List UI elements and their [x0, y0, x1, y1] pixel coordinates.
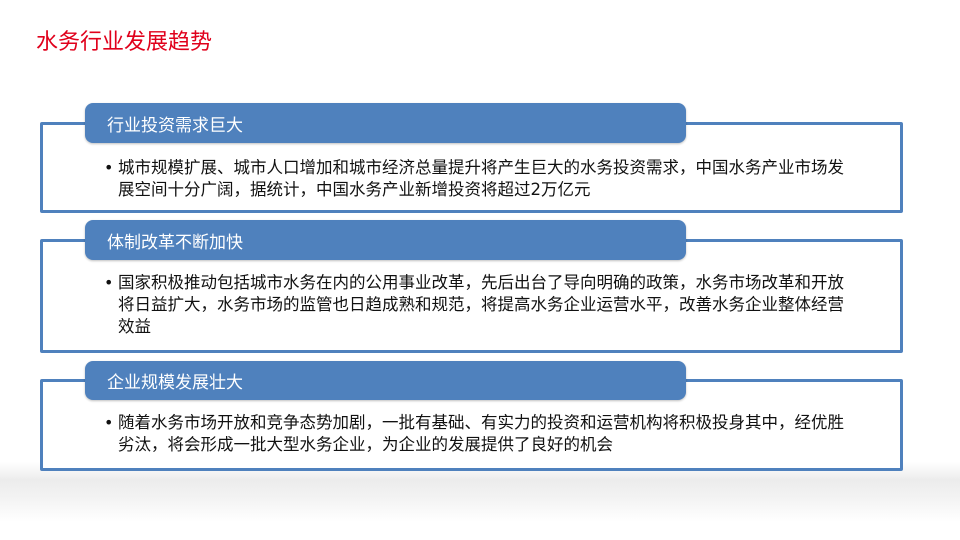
- bullet-icon: •: [104, 413, 114, 432]
- panel-heading-scale: 企业规模发展壮大: [85, 361, 686, 400]
- panel-heading-label: 企业规模发展壮大: [107, 373, 243, 393]
- panel-heading-investment: 行业投资需求巨大: [85, 103, 686, 143]
- slide-title: 水务行业发展趋势: [36, 30, 213, 55]
- panel-heading-label: 行业投资需求巨大: [107, 115, 243, 136]
- bullet-icon: •: [104, 273, 114, 292]
- panel-body-scale: • 随着水务市场开放和竞争态势加剧，一批有基础、有实力的投资和运营机构将积极投身…: [104, 412, 844, 456]
- panel-text: 城市规模扩展、城市人口增加和城市经济总量提升将产生巨大的水务投资需求，中国水务产…: [118, 158, 844, 199]
- footer-gradient-band: [0, 462, 960, 522]
- panel-body-reform: • 国家积极推动包括城市水务在内的公用事业改革，先后出台了导向明确的政策，水务市…: [104, 272, 844, 338]
- panel-text: 随着水务市场开放和竞争态势加剧，一批有基础、有实力的投资和运营机构将积极投身其中…: [118, 413, 844, 454]
- panel-heading-label: 体制改革不断加快: [107, 232, 243, 253]
- panel-body-investment: • 城市规模扩展、城市人口增加和城市经济总量提升将产生巨大的水务投资需求，中国水…: [104, 157, 844, 201]
- panel-text: 国家积极推动包括城市水务在内的公用事业改革，先后出台了导向明确的政策，水务市场改…: [118, 273, 844, 336]
- panel-heading-reform: 体制改革不断加快: [85, 220, 686, 260]
- bullet-icon: •: [104, 158, 114, 177]
